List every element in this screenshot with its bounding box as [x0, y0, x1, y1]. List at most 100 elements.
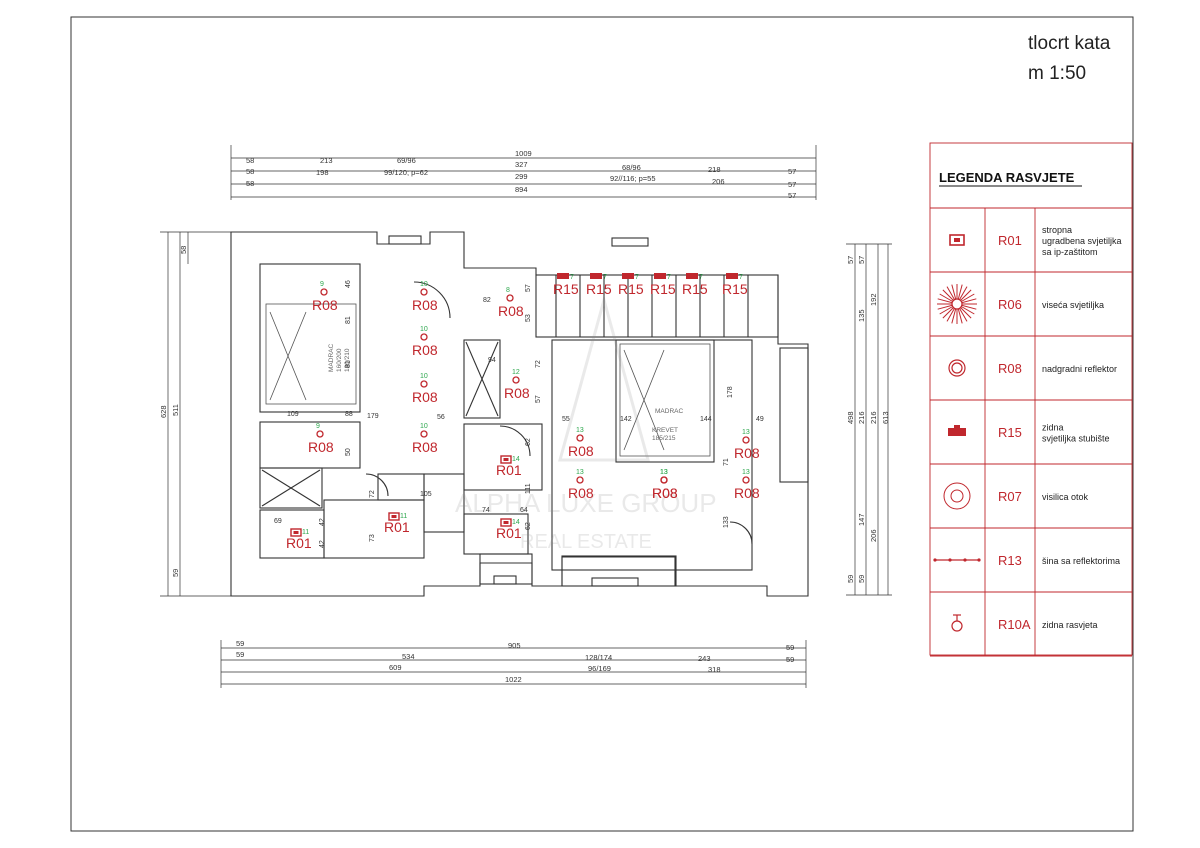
dim-bottom: 59: [786, 655, 794, 664]
fixture-number: 14: [512, 456, 520, 463]
dim-interior: 72: [369, 490, 376, 498]
fixture-code: R15: [682, 281, 708, 297]
fixture-code: R08: [412, 297, 438, 313]
dim-bottom: 96/169: [588, 664, 611, 673]
fixture-code: R08: [734, 485, 760, 501]
dim-interior: 71: [723, 458, 730, 466]
legend-description: svjetiljka stubište: [1042, 434, 1110, 444]
dim-right: 206: [869, 529, 878, 542]
legend-description: sa ip-zaštitom: [1042, 247, 1098, 257]
dim-top: 58: [246, 179, 254, 188]
spotlight-icon: [512, 376, 520, 384]
dim-interior: 62: [525, 438, 532, 446]
dim-interior: 73: [369, 534, 376, 542]
fixture-code: R08: [652, 485, 678, 501]
dim-top: 57: [788, 191, 796, 200]
dim-left: 58: [179, 246, 188, 254]
dim-top: 206: [712, 177, 725, 186]
fixture-code: R15: [722, 281, 748, 297]
dim-interior: 53: [525, 314, 532, 322]
dim-top: 213: [320, 156, 333, 165]
dim-left: 628: [159, 405, 168, 418]
legend-code: R13: [998, 553, 1022, 568]
stair-wall-light-icon: [654, 273, 666, 279]
fixture-number: 9: [316, 423, 320, 430]
legend-description: stropna: [1042, 225, 1072, 235]
fixture-number: 7: [667, 274, 671, 281]
watermark: ALPHA LUXE GROUP REAL ESTATE: [455, 294, 717, 553]
fixture-number: 11: [302, 529, 309, 536]
dim-bottom: 59: [236, 650, 244, 659]
bed-2: [619, 343, 711, 457]
fixture-number: 10: [420, 423, 428, 430]
dim-interior: 50: [345, 448, 352, 456]
fixture-code: R08: [734, 445, 760, 461]
dim-top: 1009: [515, 149, 532, 158]
dim-bottom: 609: [389, 663, 402, 672]
mattress-1-size2: 180/210: [344, 348, 351, 372]
fixture-code: R15: [586, 281, 612, 297]
fixture-number: 10: [420, 281, 428, 288]
legend-code: R08: [998, 361, 1022, 376]
dim-interior: 88: [345, 411, 353, 418]
fixture-number: 13: [742, 429, 750, 436]
legend-code: R10A: [998, 617, 1031, 632]
fixture-number: 12: [512, 369, 520, 376]
stair-wall-light-icon: [622, 273, 634, 279]
fixture-number: 14: [512, 519, 520, 526]
dim-bottom: 905: [508, 641, 521, 650]
fixture-code: R08: [504, 385, 530, 401]
bed-2-mattress-label: MADRAC: [655, 408, 683, 415]
spotlight-icon: [420, 380, 428, 388]
recessed-ceiling-light-icon: [949, 234, 965, 246]
dim-interior: 55: [562, 416, 570, 423]
dim-interior: 81: [345, 360, 352, 368]
bottom-dimensions: [220, 640, 807, 688]
dim-interior: 74: [482, 507, 490, 514]
legend-code: R15: [998, 425, 1022, 440]
dim-bottom: 59: [786, 643, 794, 652]
legend-code: R06: [998, 297, 1022, 312]
fixture-code: R08: [568, 443, 594, 459]
dim-top: 299: [515, 172, 528, 181]
dim-top: 198: [316, 168, 329, 177]
bed-2-size: 185/215: [652, 435, 676, 442]
stair-wall-light-icon: [557, 273, 569, 279]
legend-title: LEGENDA RASVJETE: [939, 170, 1075, 185]
legend-frame: [929, 142, 1133, 656]
wall-light-icon: [951, 614, 963, 632]
dim-interior: 57: [535, 395, 542, 403]
fixture-number: 7: [603, 274, 607, 281]
fixture-number: 13: [660, 469, 668, 476]
dim-bottom: 128/174: [585, 653, 612, 662]
fixture-code: R08: [498, 303, 524, 319]
furniture: [265, 303, 711, 457]
recessed-ceiling-light-icon: [290, 528, 302, 537]
dim-right: 59: [857, 575, 866, 583]
dim-right: 216: [857, 411, 866, 424]
dim-top: 218: [708, 165, 721, 174]
dim-bottom: 1022: [505, 675, 522, 684]
dim-bottom: 243: [698, 654, 711, 663]
dim-top: 894: [515, 185, 528, 194]
dim-left: 59: [171, 569, 180, 577]
dim-top: 58: [246, 167, 254, 176]
dim-bottom: 318: [708, 665, 721, 674]
dim-top: 327: [515, 160, 528, 169]
top-dimensions: [230, 145, 817, 200]
lighting-fixtures: 9R0810R088R0810R0810R0812R089R0810R0813R…: [286, 273, 760, 551]
